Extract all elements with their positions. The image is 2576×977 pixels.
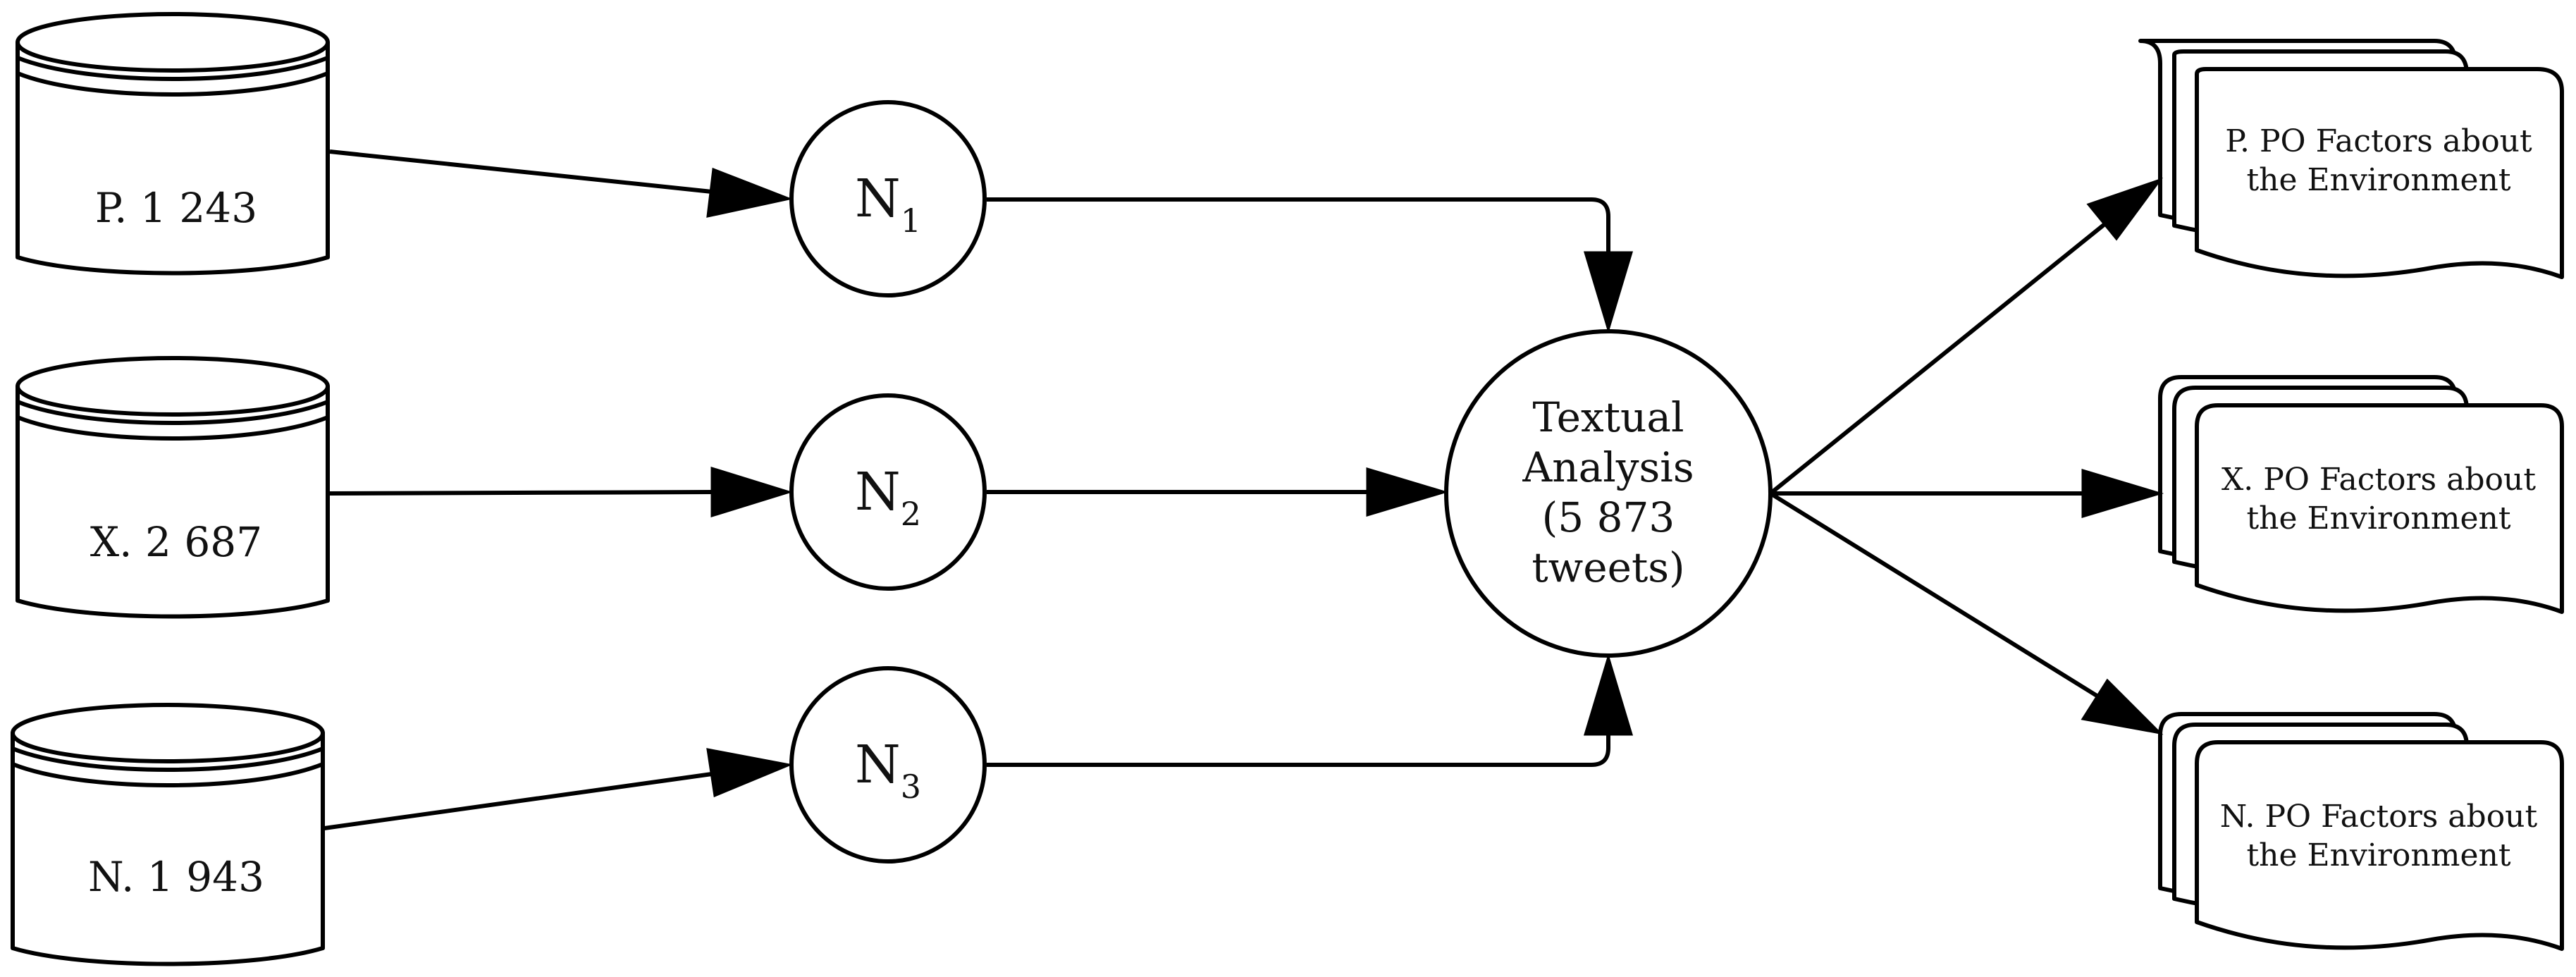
textual-analysis-node[interactable]: Textual Analysis (5 873 tweets): [1444, 329, 1773, 658]
node-n3-sub: 3: [901, 768, 921, 806]
source-label-n: N. 1 943: [88, 853, 264, 901]
output-document-n[interactable]: N. PO Factors about the Environment: [2158, 712, 2564, 951]
node-n2-sub: 2: [901, 495, 921, 533]
output-label-n-line-2: the Environment: [2246, 837, 2510, 873]
arrow-source-p-to-n1: [329, 149, 794, 218]
source-database-n[interactable]: N. 1 943: [11, 703, 325, 966]
arrow-analysis-to-output-p: [1769, 178, 2164, 496]
node-n2[interactable]: N2: [789, 393, 987, 591]
node-n1-main: N: [855, 168, 901, 229]
node-n3-label: N3: [855, 735, 921, 806]
node-n1-label: N1: [855, 168, 921, 240]
node-n2-label: N2: [855, 462, 921, 533]
output-label-p-line-1: P. PO Factors about: [2225, 123, 2532, 159]
arrow-source-x-to-n2: [329, 466, 794, 518]
output-label-x-line-1: X. PO Factors about: [2221, 462, 2536, 498]
output-label-p-line-2: the Environment: [2246, 162, 2510, 198]
output-document-x[interactable]: X. PO Factors about the Environment: [2158, 375, 2564, 614]
source-label-x: X. 2 687: [90, 518, 262, 566]
source-label-p: P. 1 243: [95, 184, 257, 232]
arrow-n3-to-analysis: [987, 653, 1634, 767]
output-label-x-line-2: the Environment: [2246, 500, 2510, 536]
node-n3[interactable]: N3: [789, 666, 987, 864]
textual-analysis-line-1: Textual: [1532, 393, 1684, 441]
output-document-p[interactable]: P. PO Factors about the Environment: [2138, 39, 2564, 279]
source-database-p[interactable]: P. 1 243: [16, 12, 330, 276]
output-label-n-line-1: N. PO Factors about: [2220, 799, 2538, 835]
arrow-n2-to-analysis: [987, 467, 1449, 517]
source-database-x[interactable]: X. 2 687: [16, 356, 330, 619]
node-n3-main: N: [855, 735, 901, 795]
arrow-analysis-to-output-x: [1770, 468, 2164, 519]
node-n1[interactable]: N1: [789, 100, 987, 297]
textual-analysis-line-2: Analysis: [1522, 443, 1694, 491]
textual-analysis-line-4: tweets): [1532, 543, 1684, 591]
arrow-analysis-to-output-n: [1769, 491, 2164, 735]
arrow-source-n-to-n3: [323, 748, 794, 830]
node-n2-main: N: [855, 462, 901, 522]
arrow-n1-to-analysis: [987, 197, 1634, 334]
node-n1-sub: 1: [901, 202, 921, 240]
textual-analysis-line-3: (5 873: [1542, 493, 1675, 541]
